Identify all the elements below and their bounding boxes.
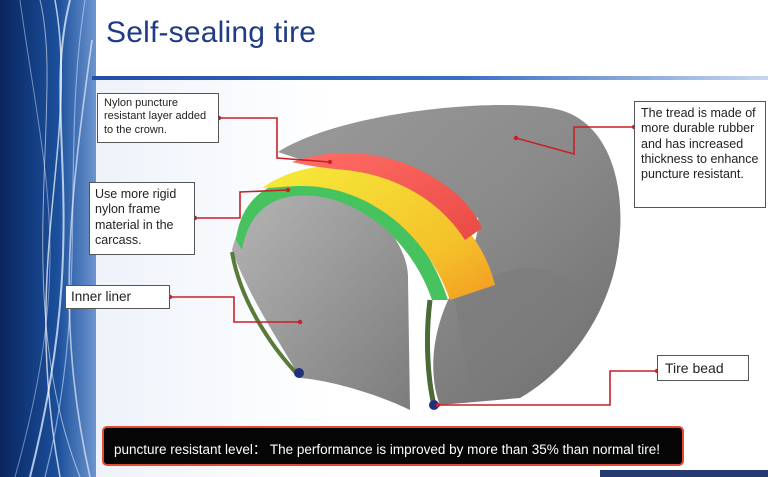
callout-nylon-layer: Nylon puncture resistant layer added to … <box>97 93 219 143</box>
leader-bead <box>438 370 657 406</box>
left-decor-panel <box>0 0 96 477</box>
leader-lines <box>170 117 657 406</box>
carcass-layer-green <box>236 178 448 300</box>
belt-layer-yellow <box>262 165 495 300</box>
tire-left-sidewall <box>232 187 410 410</box>
callout-tread: The tread is made of more durable rubber… <box>634 101 766 208</box>
leader-frame <box>195 189 289 219</box>
bead-edge <box>424 299 437 406</box>
callout-inner-liner: Inner liner <box>65 285 170 309</box>
puncture-info-bar: puncture resistant level： The performanc… <box>102 426 684 466</box>
leader-nylon <box>219 117 331 163</box>
crown-nylon-layer-red <box>292 152 482 240</box>
page-title: Self-sealing tire <box>106 16 317 49</box>
callout-nylon-frame: Use more rigid nylon frame material in t… <box>89 182 195 255</box>
callout-tire-bead: Tire bead <box>657 355 749 381</box>
leader-liner <box>170 296 300 323</box>
title-underline-bar <box>92 76 768 80</box>
bottom-decor-strip <box>600 470 768 477</box>
left-bead <box>294 368 304 378</box>
leader-tread <box>515 126 634 156</box>
tire-inner-shoulder <box>455 268 585 390</box>
right-bead <box>429 400 439 410</box>
sidewall-edge <box>230 251 300 377</box>
